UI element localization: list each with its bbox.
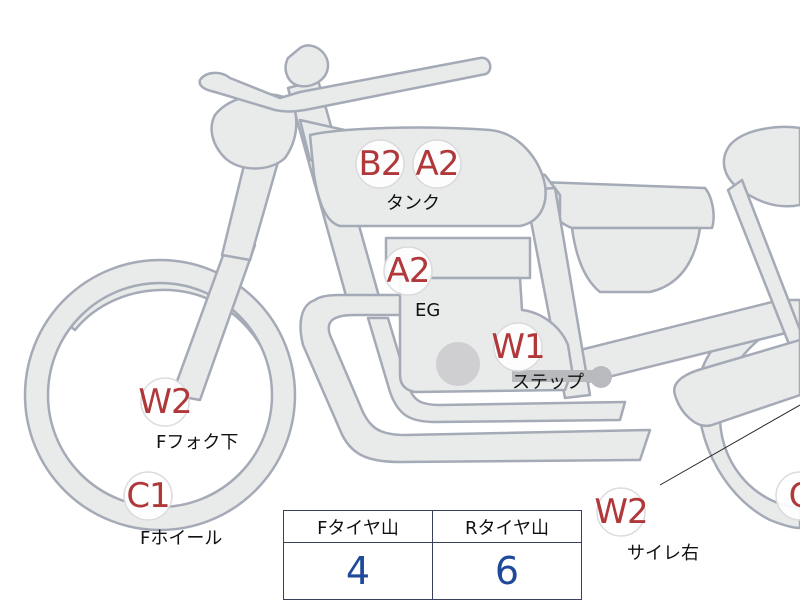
tire-tread-table: Fタイヤ山 Rタイヤ山 4 6 xyxy=(283,510,582,600)
value-rear-tire: 6 xyxy=(432,542,582,600)
label-muffler-right: サイレ右 xyxy=(627,543,699,564)
mirror-stem xyxy=(284,44,330,88)
engine-cover xyxy=(436,342,480,386)
grade-circle-tank-left xyxy=(355,139,405,189)
value-front-tire: 4 xyxy=(283,542,433,600)
label-engine: EG xyxy=(415,300,441,321)
header-front-tire: Fタイヤ山 xyxy=(283,510,433,543)
seat xyxy=(538,180,715,230)
grade-engine: A2 xyxy=(386,251,431,291)
label-step: ステップ xyxy=(512,372,584,393)
leader-line xyxy=(659,404,800,486)
grade-circle-rear-wheel xyxy=(775,471,800,521)
grade-muffler: W2 xyxy=(594,492,648,532)
label-tank: タンク xyxy=(386,193,440,214)
grade-circle-muffler xyxy=(596,487,646,537)
grade-circle-front-wheel xyxy=(123,471,173,521)
grade-front-fork: W2 xyxy=(138,382,192,422)
tire-table-value-row: 4 6 xyxy=(283,542,582,600)
grade-tank-right: A2 xyxy=(415,144,460,184)
side-cover xyxy=(570,226,702,294)
grade-step: W1 xyxy=(491,327,545,367)
step-bar xyxy=(512,370,602,382)
grade-circle-front-fork xyxy=(140,377,190,427)
handlebar xyxy=(198,56,492,113)
muffler xyxy=(673,338,800,428)
label-front-wheel: Fホイール xyxy=(140,528,223,549)
label-front-fork-lower: Fフォク下 xyxy=(156,432,239,453)
grade-tank-left: B2 xyxy=(358,144,403,184)
rear-shock xyxy=(726,178,800,374)
grade-circle-engine xyxy=(383,246,433,296)
grade-circle-step xyxy=(493,322,543,372)
grade-rear-wheel: C xyxy=(789,479,800,513)
tire-table-header-row: Fタイヤ山 Rタイヤ山 xyxy=(283,510,582,543)
header-rear-tire: Rタイヤ山 xyxy=(432,510,582,543)
exhaust-pipe xyxy=(299,293,652,464)
grade-circle-tank-right xyxy=(412,139,462,189)
grade-front-wheel: C1 xyxy=(126,476,170,516)
